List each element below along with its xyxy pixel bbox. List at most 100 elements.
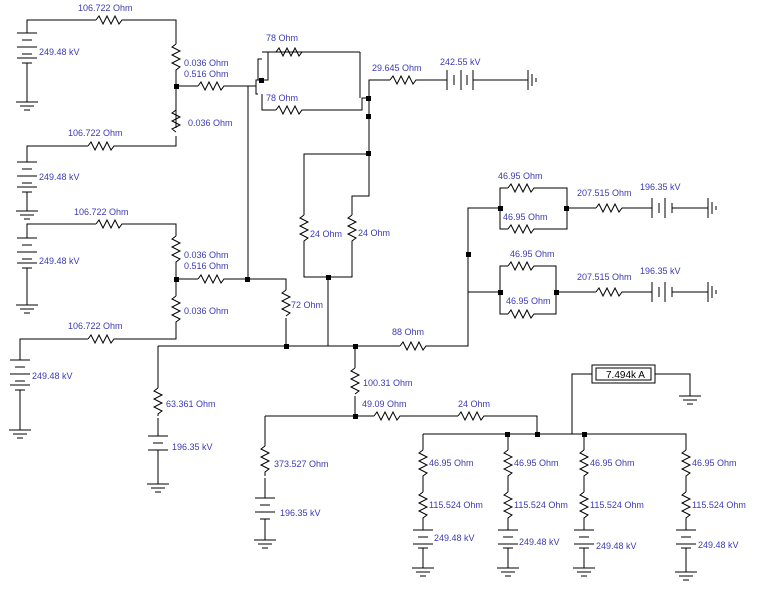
label-r31: 46.95 Ohm: [514, 458, 559, 468]
resistor-r13: [389, 74, 418, 86]
label-r12: 78 Ohm: [266, 93, 298, 103]
label-r34: 115.524 Ohm: [590, 500, 644, 510]
label-v7: 196.35 kV: [172, 442, 213, 452]
resistor-r8: [197, 273, 226, 285]
resistor-r31: [502, 449, 514, 480]
label-r11: 78 Ohm: [266, 33, 298, 43]
ground-4: [9, 429, 31, 439]
resistor-r26: [507, 260, 536, 272]
resistor-r23: [507, 182, 536, 194]
resistor-r33: [578, 449, 590, 480]
ground-5: [147, 483, 169, 493]
resistor-r32: [502, 491, 514, 522]
label-r3: 0.516 Ohm: [184, 69, 229, 79]
resistor-r22: [259, 445, 271, 476]
ammeter: 7.494k A: [591, 364, 656, 384]
label-v12: 249.48 kV: [596, 541, 637, 551]
resistor-r17: [399, 340, 428, 352]
label-v1: 249.48 kV: [39, 47, 80, 57]
label-v5: 242.55 kV: [440, 57, 481, 67]
battery-v7: [148, 435, 168, 451]
label-r22: 373.527 Ohm: [274, 459, 329, 469]
label-r5: 106.722 Ohm: [68, 128, 123, 138]
label-r4: 0.036 Ohm: [188, 118, 233, 128]
label-r21: 24 Ohm: [458, 399, 490, 409]
ground-14: [707, 282, 717, 302]
resistor-r9: [170, 295, 182, 328]
ground-12: [527, 70, 537, 90]
junctions: [174, 78, 587, 437]
label-r15: 24 Ohm: [358, 228, 390, 238]
battery-v1: [17, 32, 37, 64]
label-r10: 106.722 Ohm: [68, 321, 123, 331]
label-r14: 24 Ohm: [310, 229, 342, 239]
label-r27: 46.95 Ohm: [506, 296, 551, 306]
label-r36: 115.524 Ohm: [692, 500, 746, 510]
resistor-r3: [197, 80, 226, 92]
battery-v6: [651, 198, 673, 218]
ground-3: [16, 304, 38, 314]
wires: [19, 19, 708, 572]
label-r17: 88 Ohm: [392, 327, 424, 337]
label-r23: 46.95 Ohm: [498, 171, 543, 181]
label-r1: 106.722 Ohm: [78, 3, 133, 13]
resistor-r34: [578, 491, 590, 522]
battery-v4: [10, 359, 30, 391]
label-r18: 63.361 Ohm: [166, 399, 216, 409]
resistor-r14: [298, 214, 310, 248]
grounds: [9, 70, 717, 581]
label-r25: 207.515 Ohm: [577, 188, 632, 198]
label-v9: 196.35 kV: [280, 508, 321, 518]
resistor-r4: [170, 109, 182, 133]
resistor-r29: [417, 449, 429, 480]
resistor-r36: [680, 491, 692, 522]
battery-v10: [413, 529, 433, 549]
battery-v3: [17, 237, 37, 269]
label-v2: 249.48 kV: [39, 172, 80, 182]
ground-13: [707, 198, 717, 218]
resistor-r11: [275, 46, 304, 58]
label-r13: 29.645 Ohm: [372, 63, 422, 73]
battery-v9: [255, 497, 275, 520]
label-r28: 207.515 Ohm: [577, 272, 632, 282]
resistor-r27: [507, 308, 536, 320]
battery-v8: [651, 282, 673, 302]
resistor-r35: [680, 449, 692, 480]
resistor-r24: [507, 223, 536, 235]
resistor-r1: [95, 14, 124, 26]
ground-1: [16, 101, 38, 111]
label-r19: 100.31 Ohm: [363, 378, 413, 388]
label-v3: 249.48 kV: [39, 256, 80, 266]
ground-10: [675, 571, 697, 581]
resistor-r28: [595, 286, 624, 298]
label-r20: 49.09 Ohm: [362, 399, 407, 409]
resistor-r6: [95, 218, 124, 230]
resistor-r7: [170, 235, 182, 268]
label-v10: 249.48 kV: [434, 533, 475, 543]
batteries: [10, 32, 696, 549]
resistor-r12: [275, 104, 304, 116]
label-r26: 46.95 Ohm: [510, 249, 555, 259]
ground-7: [412, 567, 434, 577]
component-labels: 106.722 Ohm 0.036 Ohm 0.516 Ohm 0.036 Oh…: [32, 3, 746, 551]
ground-9: [573, 567, 595, 577]
battery-v12: [574, 529, 594, 549]
resistor-r18: [152, 387, 164, 416]
label-r33: 46.95 Ohm: [590, 458, 635, 468]
ammeter-reading: 7.494k A: [606, 370, 645, 381]
resistor-r19: [349, 367, 361, 395]
ground-6: [254, 539, 276, 549]
label-r29: 46.95 Ohm: [429, 458, 474, 468]
resistor-r2: [170, 43, 182, 76]
label-v13: 249.48 kV: [698, 540, 739, 550]
resistor-r25: [595, 202, 624, 214]
resistor-r30: [417, 491, 429, 522]
ground-11: [679, 395, 701, 405]
resistor-r10: [87, 333, 116, 345]
label-r24: 46.95 Ohm: [503, 212, 548, 222]
label-r35: 46.95 Ohm: [692, 458, 737, 468]
label-r32: 115.524 Ohm: [514, 500, 568, 510]
label-v11: 249.48 kV: [519, 537, 560, 547]
